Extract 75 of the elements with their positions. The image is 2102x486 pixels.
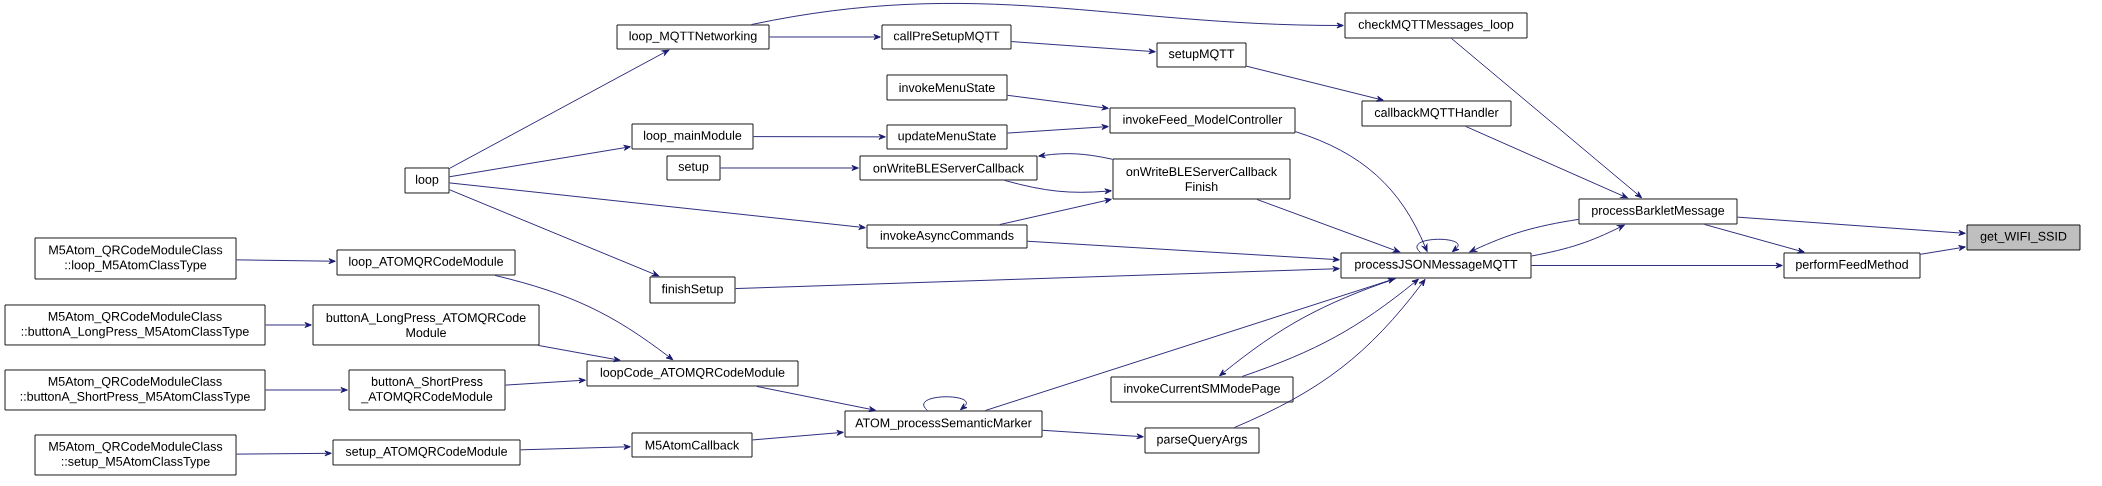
arrow — [1011, 41, 1156, 55]
arrow — [1737, 216, 1966, 236]
arrow — [1233, 279, 1426, 428]
function-box: onWriteBLEServerCallback Finish — [1112, 158, 1291, 200]
arrow — [494, 275, 674, 361]
arrow — [537, 345, 621, 363]
function-box: M5Atom_QRCodeModuleClass ::buttonA_ShortPress_M5AtomClassType — [4, 369, 266, 411]
arrow — [1027, 240, 1340, 263]
function-box: loop_MQTTNetworking — [616, 24, 770, 50]
function-box: loop_ATOMQRCodeModule — [336, 249, 516, 276]
arrow — [1469, 218, 1579, 253]
function-box: invokeAsyncCommands — [866, 224, 1028, 249]
arrow — [1704, 224, 1805, 254]
function-box: parseQueryArgs — [1144, 427, 1260, 454]
function-box: invokeCurrentSMModePage — [1110, 376, 1294, 403]
arrow — [923, 396, 968, 411]
function-box: onWriteBLEServerCallback — [859, 155, 1038, 181]
arrow — [449, 49, 670, 169]
arrow — [1007, 94, 1109, 111]
arrow — [236, 450, 332, 457]
arrow — [720, 165, 859, 171]
function-box: setup_ATOMQRCodeModule — [332, 439, 521, 466]
arrow — [1416, 238, 1460, 253]
function-box: setup — [666, 155, 721, 181]
function-box: callbackMQTTHandler — [1361, 100, 1512, 127]
function-box: checkMQTTMessages_loop — [1344, 12, 1528, 39]
arrow — [1256, 199, 1401, 253]
arrow — [1007, 124, 1109, 134]
function-box: ATOM_processSemanticMarker — [844, 410, 1043, 438]
arrow — [984, 277, 1396, 411]
arrow — [1004, 180, 1112, 195]
arrow — [999, 197, 1112, 225]
function-box: buttonA_LongPress_ATOMQRCode Module — [312, 304, 540, 346]
arrow — [756, 386, 876, 412]
function-box: loop_mainModule — [631, 123, 754, 150]
arrow — [1295, 131, 1428, 252]
function-box: invokeFeed_ModelController — [1109, 107, 1296, 134]
function-box: get_WIFI_SSID — [1966, 224, 2081, 251]
arrow — [753, 133, 886, 140]
arrow — [449, 182, 866, 230]
arrow — [449, 189, 660, 277]
arrow — [1246, 65, 1384, 102]
function-box: M5Atom_QRCodeModuleClass ::setup_M5AtomClassType — [34, 434, 237, 476]
arrow — [735, 265, 1340, 289]
arrow — [236, 258, 336, 265]
function-box: loop — [404, 167, 450, 194]
arrow — [769, 34, 881, 40]
function-box: setupMQTT — [1156, 42, 1247, 68]
arrow — [265, 387, 348, 393]
arrow — [751, 2, 1344, 29]
arrow — [1531, 262, 1783, 269]
function-box: performFeedMethod — [1783, 252, 1921, 279]
arrow — [449, 144, 631, 178]
arrow — [1920, 245, 1966, 255]
function-box: M5Atom_QRCodeModuleClass ::buttonA_LongPress_M5AtomClassType — [4, 304, 266, 346]
arrow — [1531, 224, 1625, 257]
arrow — [752, 429, 844, 441]
function-box: loopCode_ATOMQRCodeModule — [586, 360, 799, 387]
function-box: M5AtomCallback — [631, 432, 753, 458]
function-box: updateMenuState — [886, 124, 1008, 150]
arrow — [265, 322, 312, 328]
function-box: finishSetup — [649, 276, 736, 304]
arrow — [1451, 38, 1643, 199]
arrow — [520, 443, 631, 451]
arrow — [1241, 278, 1419, 377]
function-box: M5Atom_QRCodeModuleClass ::loop_M5AtomClassType — [34, 237, 237, 280]
arrow — [1042, 429, 1144, 440]
function-box: processJSONMessageMQTT — [1340, 252, 1532, 279]
arrow — [1465, 126, 1629, 199]
function-box: processBarkletMessage — [1578, 198, 1738, 225]
function-box: callPreSetupMQTT — [881, 24, 1012, 50]
function-box: invokeMenuState — [886, 74, 1008, 101]
arrow — [505, 377, 586, 386]
function-box: buttonA_ShortPress _ATOMQRCodeModule — [348, 369, 506, 411]
arrow — [1038, 152, 1113, 160]
